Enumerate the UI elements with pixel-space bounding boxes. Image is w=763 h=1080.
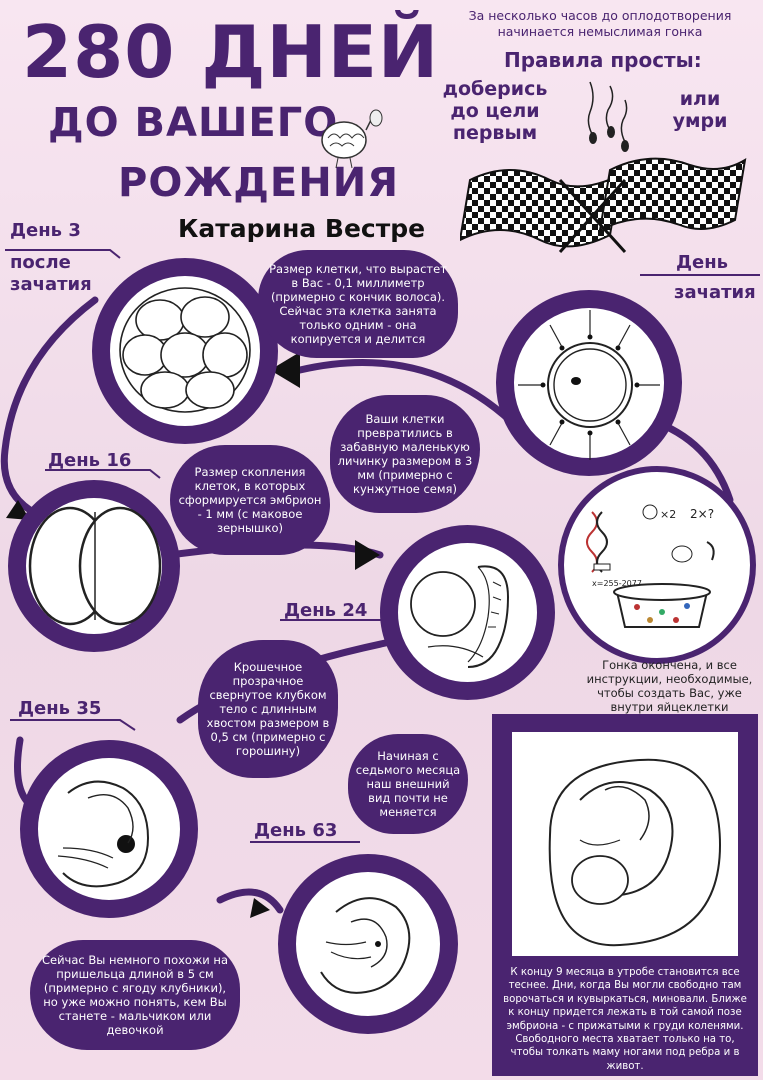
sperm-illustration [587, 81, 629, 152]
intro-line-2: начинается немыслимая гонка [497, 24, 703, 39]
egg-illustration [518, 310, 660, 460]
day63-label: День 63 [254, 820, 338, 841]
rule-left-2: до цели [450, 100, 540, 122]
cauldron-illustration: ×2 2×? x=255-2077 [586, 504, 715, 628]
month7-description: Начиная с седьмого месяца наш внешний ви… [348, 734, 468, 834]
svg-text:x=255-2077: x=255-2077 [592, 579, 642, 588]
day16-description: Размер скопления клеток, в которых сформ… [170, 445, 330, 555]
title-line-3: РОЖДЕНИЯ [118, 160, 399, 206]
day0-label-1: День [676, 252, 729, 273]
day24-circle [380, 525, 555, 700]
day24-label: День 24 [284, 600, 368, 621]
embryo-day35-illustration [57, 780, 150, 888]
day3-label-3: зачатия [10, 274, 92, 295]
month9-description: К концу 9 месяца в утробе становится все… [503, 967, 747, 1072]
intro-line-1: За несколько часов до оплодотворения [468, 8, 732, 23]
embryo-day24-illustration [410, 565, 510, 668]
rule-right-2: умри [672, 110, 728, 132]
day3-label-2: после [10, 252, 71, 273]
embryo-day63-illustration [320, 897, 411, 994]
day35-label: День 35 [18, 698, 102, 719]
day63-description: Сейчас Вы немного похожи на пришельца дл… [30, 940, 240, 1050]
rule-left-3: первым [452, 122, 538, 144]
svg-text:2×?: 2×? [690, 507, 714, 521]
rule-left-1: доберись [442, 78, 548, 100]
author-name: Катарина Вестре [178, 214, 426, 243]
race-over-text: Гонка окончена, и все инструкции, необхо… [586, 658, 753, 714]
svg-text:×2: ×2 [660, 508, 676, 521]
rule-right: или умри [670, 88, 730, 132]
day3-label: День 3 [10, 220, 81, 241]
rule-right-1: или [679, 88, 721, 110]
day0-label-2: зачатия [674, 282, 756, 303]
brain-illustration [321, 109, 383, 169]
morula-illustration [119, 287, 251, 413]
day16-label: День 16 [48, 450, 132, 471]
title-line-1: 280 ДНЕЙ [22, 10, 440, 94]
day3-description: Размер клетки, что вырастет в Вас - 0,1 … [258, 250, 458, 358]
fetus-illustration [548, 758, 722, 947]
race-over-circle [558, 466, 756, 664]
two-cell-illustration [28, 506, 162, 626]
checkered-flags-icon [460, 157, 747, 254]
rules-heading: Правила просты: [504, 48, 702, 72]
title-line-2: ДО ВАШЕГО [48, 100, 339, 146]
rule-left: доберись до цели первым [440, 78, 550, 144]
day35-description: Крошечное прозрачное свернутое клубком т… [198, 640, 338, 778]
day24-description: Ваши клетки превратились в забавную мале… [330, 395, 480, 513]
